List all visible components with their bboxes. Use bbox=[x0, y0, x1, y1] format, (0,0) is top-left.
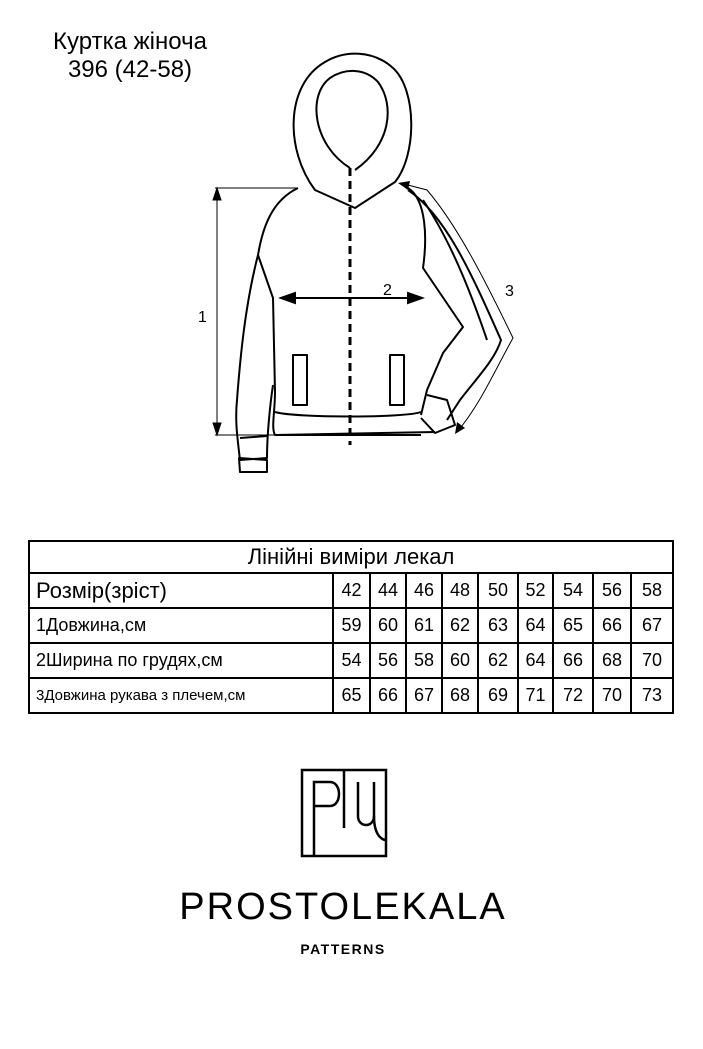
title-model-sizes: 396 (42-58) bbox=[67, 56, 193, 83]
size-cell: 42 bbox=[332, 572, 371, 609]
value-cell: 68 bbox=[441, 677, 479, 714]
value-cell: 70 bbox=[592, 677, 632, 714]
value-cell: 54 bbox=[332, 642, 371, 679]
value-cell: 65 bbox=[332, 677, 371, 714]
value-cell: 67 bbox=[405, 677, 443, 714]
hood-outer bbox=[292, 52, 413, 209]
dimension-length bbox=[212, 186, 298, 437]
size-cell: 58 bbox=[629, 572, 675, 609]
measurements-table: Лінійні виміри лекал Розмір(зріст) 42 44… bbox=[27, 540, 675, 714]
hem-band bbox=[274, 411, 422, 436]
value-cell: 69 bbox=[477, 677, 519, 714]
value-cell: 72 bbox=[552, 677, 594, 714]
table-row-chest-width: 2Ширина по грудях,см 54 56 58 60 62 64 6… bbox=[28, 642, 675, 679]
value-cell: 59 bbox=[332, 607, 371, 644]
cuff-left bbox=[238, 435, 268, 473]
value-cell: 63 bbox=[477, 607, 519, 644]
dimension-chest bbox=[278, 291, 425, 305]
size-cell: 50 bbox=[477, 572, 519, 609]
value-cell: 60 bbox=[369, 607, 407, 644]
table-caption: Лінійні виміри лекал bbox=[27, 540, 675, 574]
brand-name: PROSTOLEKALA bbox=[179, 886, 507, 928]
value-cell: 64 bbox=[517, 642, 554, 679]
dimension-1-label: 1 bbox=[198, 309, 207, 326]
value-cell: 66 bbox=[369, 677, 407, 714]
value-cell: 66 bbox=[552, 642, 594, 679]
cuff-right bbox=[420, 394, 456, 434]
size-header-label: Розмір(зріст) bbox=[28, 572, 334, 609]
dimension-2-label: 2 bbox=[383, 282, 392, 299]
value-cell: 70 bbox=[629, 642, 675, 679]
dimension-3-label: 3 bbox=[505, 283, 514, 300]
value-cell: 62 bbox=[477, 642, 519, 679]
pattern-title: Куртка жіноча 396 (42-58) bbox=[30, 28, 230, 84]
row-label: 3Довжина рукава з плечем,см bbox=[28, 677, 334, 714]
value-cell: 62 bbox=[441, 607, 479, 644]
row-label: 1Довжина,см bbox=[28, 607, 334, 644]
size-cell: 46 bbox=[405, 572, 443, 609]
brand-logo-icon bbox=[300, 768, 388, 858]
row-label: 2Ширина по грудях,см bbox=[28, 642, 334, 679]
value-cell: 60 bbox=[441, 642, 479, 679]
size-cell: 48 bbox=[441, 572, 479, 609]
value-cell: 73 bbox=[629, 677, 675, 714]
pocket-left bbox=[292, 354, 308, 406]
sleeve-left bbox=[235, 254, 274, 461]
body-left bbox=[257, 187, 436, 436]
size-cell: 44 bbox=[369, 572, 407, 609]
table-row-sleeve-length: 3Довжина рукава з плечем,см 65 66 67 68 … bbox=[28, 677, 675, 714]
size-cell: 56 bbox=[592, 572, 632, 609]
jacket-sketch: 1 2 3 bbox=[198, 52, 514, 473]
table-row-length: 1Довжина,см 59 60 61 62 63 64 65 66 67 bbox=[28, 607, 675, 644]
size-cell: 54 bbox=[552, 572, 594, 609]
value-cell: 67 bbox=[629, 607, 675, 644]
value-cell: 56 bbox=[369, 642, 407, 679]
sleeve-right-inner bbox=[422, 199, 488, 341]
hood-inner bbox=[315, 70, 389, 171]
value-cell: 58 bbox=[405, 642, 443, 679]
pocket-right bbox=[389, 354, 405, 406]
size-header-row: Розмір(зріст) 42 44 46 48 50 52 54 56 58 bbox=[28, 572, 675, 609]
value-cell: 68 bbox=[592, 642, 632, 679]
value-cell: 71 bbox=[517, 677, 554, 714]
title-garment: Куртка жіноча bbox=[53, 28, 207, 55]
value-cell: 64 bbox=[517, 607, 554, 644]
value-cell: 66 bbox=[592, 607, 632, 644]
dimension-sleeve bbox=[398, 181, 514, 434]
brand-tagline: PATTERNS bbox=[300, 941, 386, 957]
size-cell: 52 bbox=[517, 572, 554, 609]
value-cell: 61 bbox=[405, 607, 443, 644]
value-cell: 65 bbox=[552, 607, 594, 644]
sleeve-right bbox=[407, 189, 502, 421]
